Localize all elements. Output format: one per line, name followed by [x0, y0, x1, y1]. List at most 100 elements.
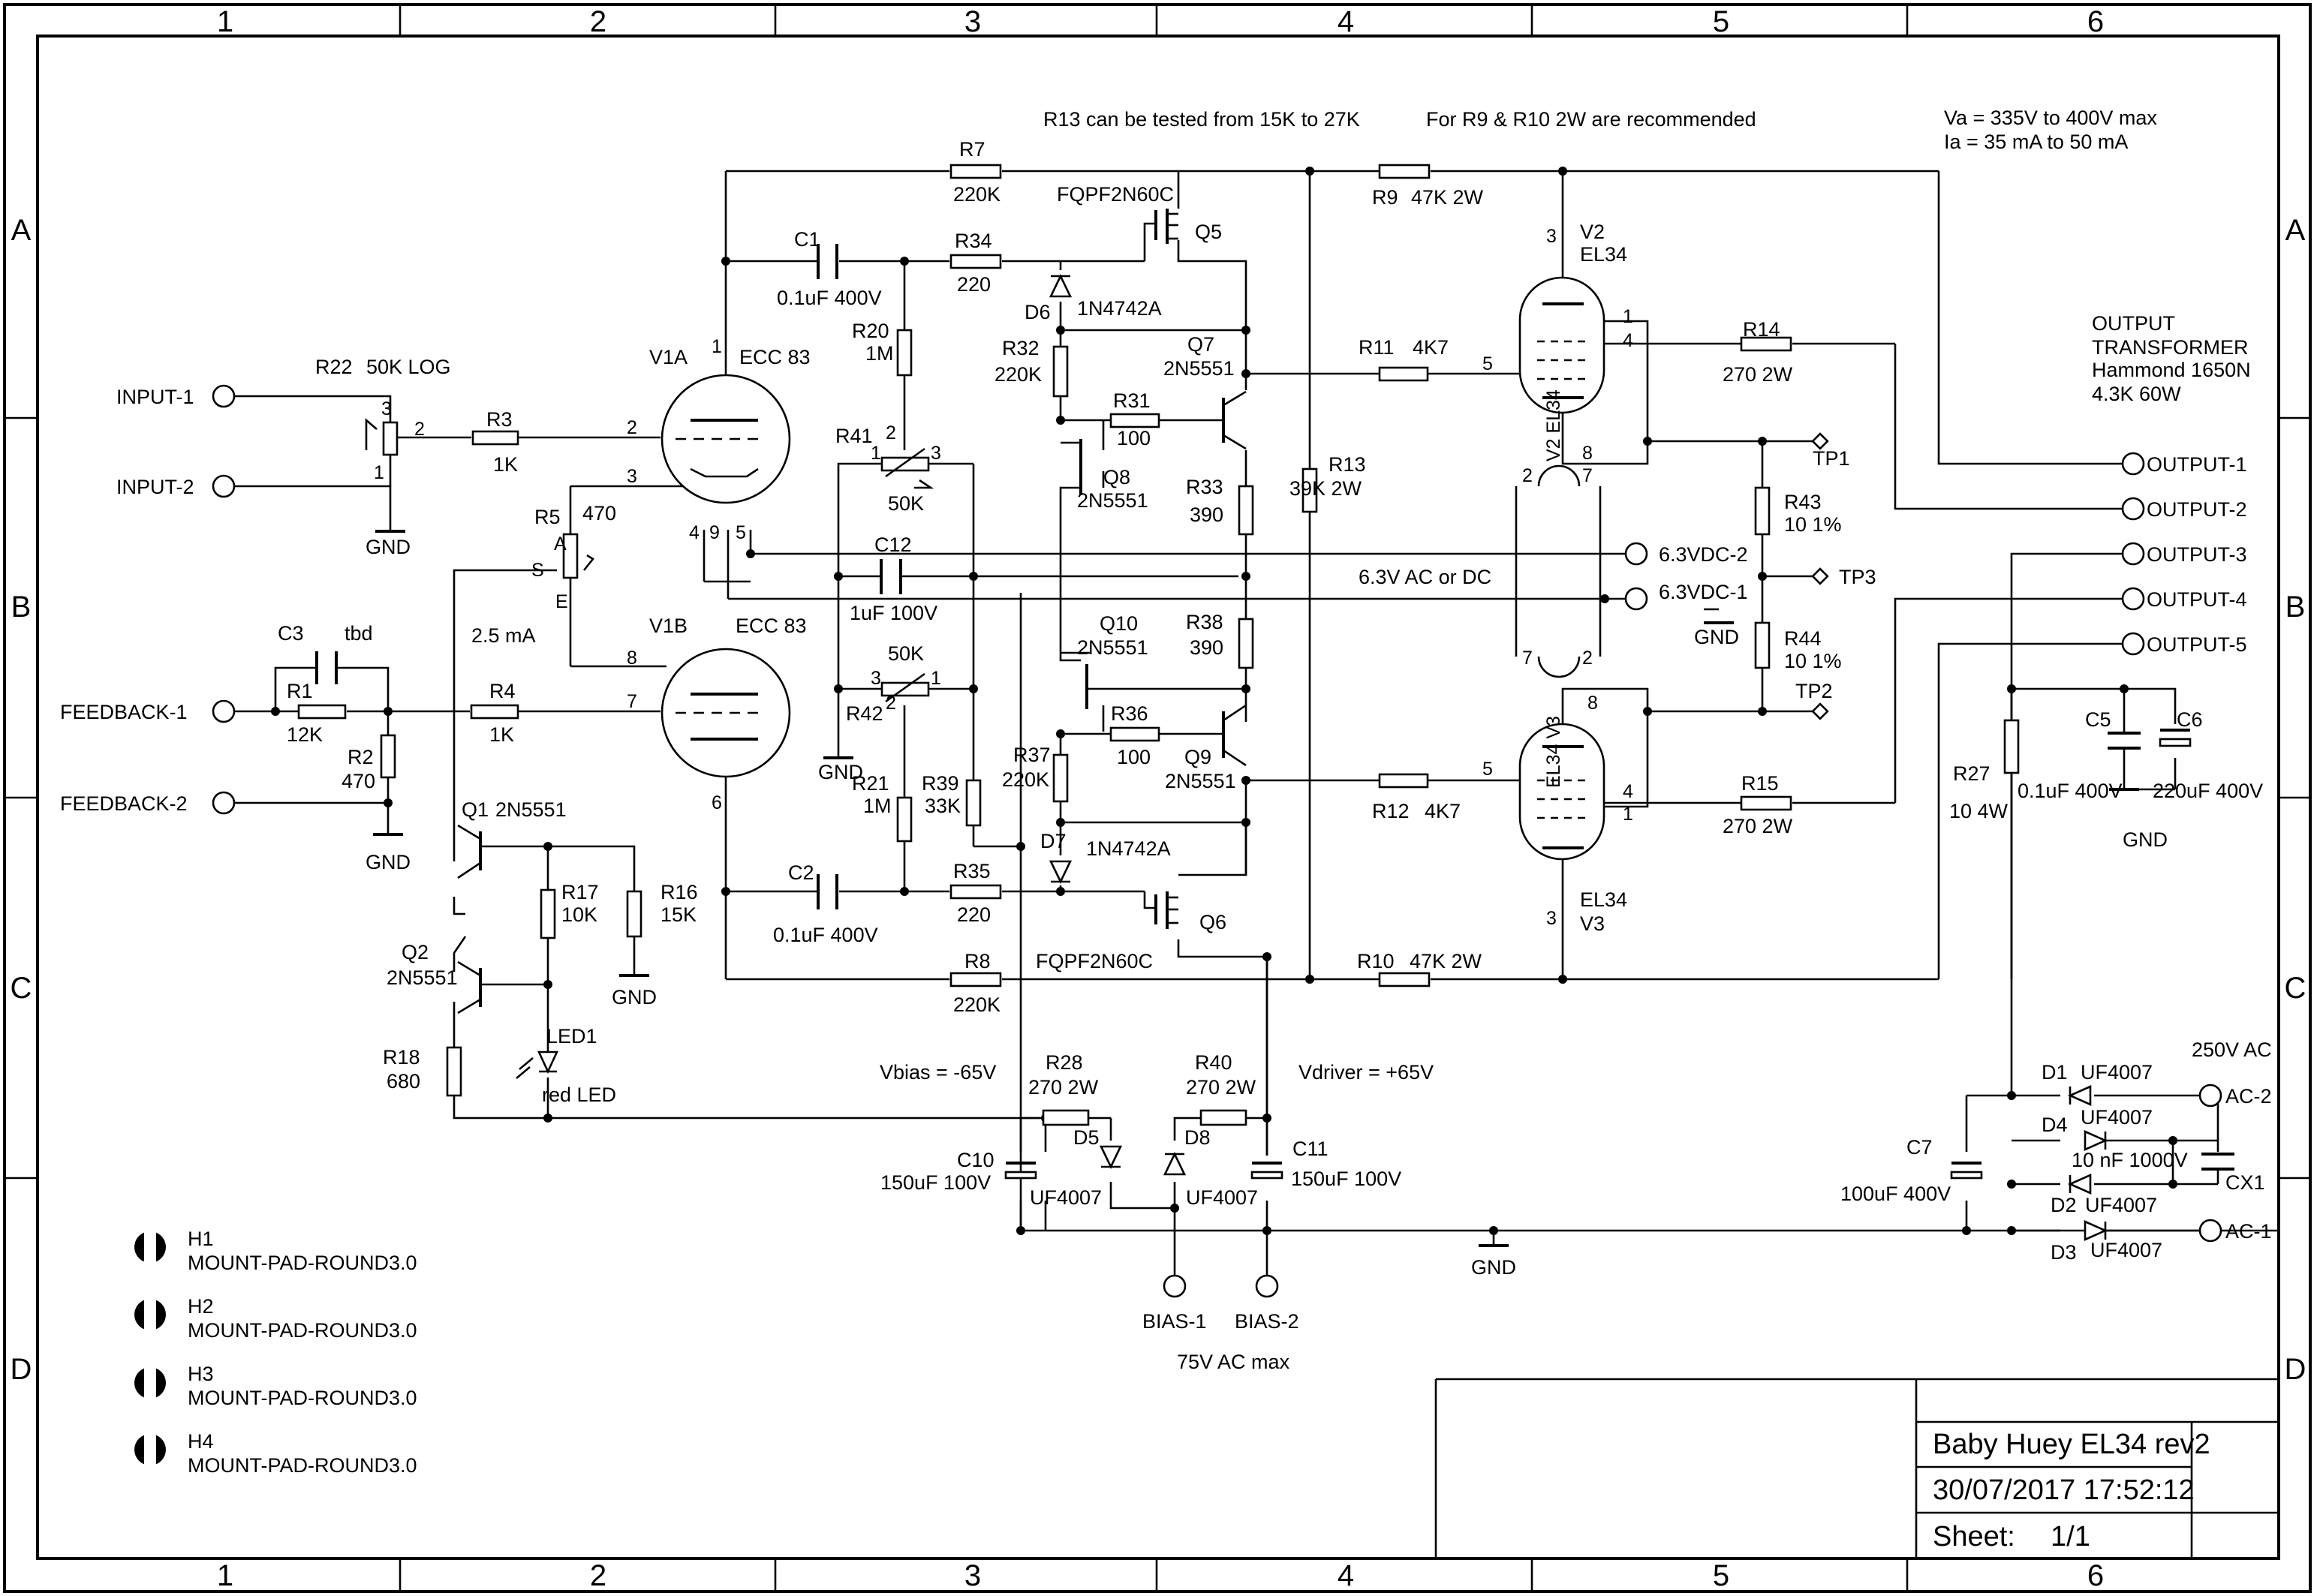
row-label-c: C — [11, 972, 32, 1005]
r39-ref: R39 — [922, 772, 959, 795]
c12-ref: C12 — [874, 534, 912, 556]
r1-ref: R1 — [287, 680, 313, 702]
r14-body — [1740, 336, 1792, 352]
c3-ref: C3 — [278, 622, 304, 645]
tp2-marker[interactable] — [1811, 702, 1829, 720]
r35-body — [949, 884, 1002, 900]
output4-pin[interactable] — [2121, 587, 2145, 611]
r18-ref: R18 — [383, 1046, 420, 1069]
gnd-label-main: GND — [1471, 1256, 1516, 1279]
r41-pin-3: 3 — [931, 443, 941, 464]
r14-ref: R14 — [1743, 318, 1780, 341]
r28-body — [1042, 1109, 1090, 1126]
q8-value: 2N5551 — [1077, 489, 1148, 512]
r2-ref: R2 — [348, 746, 374, 768]
r42-pin-2: 2 — [886, 693, 896, 714]
capacitors — [315, 244, 2234, 1180]
v2-pin-2: 2 — [1522, 465, 1533, 486]
r41-pin-2: 2 — [886, 422, 896, 443]
output3-pin[interactable] — [2121, 542, 2145, 566]
tp1-marker[interactable] — [1811, 432, 1829, 450]
input1-label: INPUT-1 — [116, 386, 194, 408]
gnd-label-tp3: GND — [1694, 626, 1739, 648]
output5-pin[interactable] — [2121, 632, 2145, 656]
r8-body — [949, 972, 1002, 987]
col-label-6-bottom: 6 — [2087, 1559, 2104, 1592]
heater2-pin[interactable] — [1624, 542, 1648, 566]
col-label-1-bottom: 1 — [217, 1559, 233, 1592]
ac1-pin[interactable] — [2198, 1219, 2222, 1243]
v1b-pin-8: 8 — [627, 648, 637, 669]
output5-label: OUTPUT-5 — [2147, 633, 2247, 656]
r42-pin-1: 1 — [931, 668, 941, 689]
d7-value: 1N4742A — [1086, 837, 1171, 860]
r5-body — [562, 533, 579, 579]
h1-ref: H1 — [188, 1228, 214, 1250]
col-label-5: 5 — [1713, 5, 1729, 38]
r27-body — [2003, 719, 2020, 774]
note-r9-r10: For R9 & R10 2W are recommended — [1426, 108, 1756, 131]
r22-pin-1: 1 — [374, 462, 384, 483]
h3-value: MOUNT-PAD-ROUND3.0 — [188, 1387, 417, 1409]
col-label-1: 1 — [217, 5, 233, 38]
title-block-sheet-value: 1/1 — [2051, 1521, 2090, 1552]
feedback1-label: FEEDBACK-1 — [60, 701, 188, 723]
feedback1-pin[interactable] — [212, 699, 236, 723]
output2-pin[interactable] — [2121, 497, 2145, 521]
r10-ref: R10 — [1357, 950, 1395, 972]
r33-ref: R33 — [1186, 476, 1223, 498]
r32-value: 220K — [995, 363, 1042, 386]
c3-value: tbd — [345, 622, 373, 645]
r4-ref: R4 — [489, 680, 516, 702]
col-label-2: 2 — [590, 5, 606, 38]
v1a-pin-9: 9 — [709, 522, 720, 543]
bias2-pin[interactable] — [1255, 1274, 1279, 1298]
feedback2-label: FEEDBACK-2 — [60, 792, 188, 815]
h3-ref: H3 — [188, 1363, 214, 1385]
c11-value: 150uF 100V — [1291, 1168, 1401, 1190]
row-label-d: D — [11, 1353, 32, 1386]
r44-value: 10 1% — [1784, 650, 1842, 672]
r8-ref: R8 — [964, 950, 991, 972]
v3-envelope — [1518, 723, 1605, 861]
r11-ref: R11 — [1359, 336, 1395, 359]
row-label-a: A — [11, 214, 32, 247]
r31-value: 100 — [1117, 427, 1151, 449]
r36-body — [1109, 726, 1160, 742]
heater1-pin[interactable] — [1624, 587, 1648, 611]
r16-body — [626, 890, 642, 938]
v1b-pin-7: 7 — [627, 691, 637, 712]
tp3-marker[interactable] — [1811, 567, 1829, 585]
c1-ref: C1 — [794, 228, 820, 251]
feedback2-pin[interactable] — [212, 791, 236, 815]
r9-body — [1378, 164, 1431, 179]
input2-pin[interactable] — [212, 474, 236, 498]
title-block-title: Baby Huey EL34 rev2 — [1933, 1429, 2210, 1460]
bias1-pin[interactable] — [1163, 1274, 1187, 1298]
r22-ref: R22 — [315, 356, 353, 378]
r38-ref: R38 — [1186, 611, 1223, 633]
heater1-label: 6.3VDC-1 — [1659, 581, 1748, 603]
v1a-pin-4: 4 — [689, 522, 700, 543]
row-label-d-right: D — [2285, 1353, 2306, 1386]
r4-value: 1K — [489, 723, 514, 746]
wiring — [234, 170, 2279, 1276]
output1-pin[interactable] — [2121, 452, 2145, 476]
r15-value: 270 2W — [1723, 815, 1793, 837]
r37-body — [1052, 753, 1069, 803]
v1b-value: ECC 83 — [736, 615, 807, 637]
r18-body — [446, 1046, 462, 1097]
note-bias-ac: 75V AC max — [1177, 1351, 1290, 1373]
ac2-pin[interactable] — [2198, 1084, 2222, 1108]
v3-pin-3: 3 — [1546, 908, 1557, 929]
input1-pin[interactable] — [212, 384, 236, 408]
r37-ref: R37 — [1013, 744, 1051, 766]
r5-pin-s: S — [531, 560, 544, 581]
r20-body — [896, 329, 913, 377]
d3-ref: D3 — [2051, 1241, 2077, 1264]
connector-labels: INPUT-1 INPUT-2 FEEDBACK-1 FEEDBACK-2 OU… — [60, 386, 2272, 1333]
tp2-label: TP2 — [1795, 680, 1833, 702]
r22-pin-3: 3 — [381, 398, 392, 419]
output1-label: OUTPUT-1 — [2147, 453, 2247, 476]
r33-value: 390 — [1190, 503, 1223, 526]
